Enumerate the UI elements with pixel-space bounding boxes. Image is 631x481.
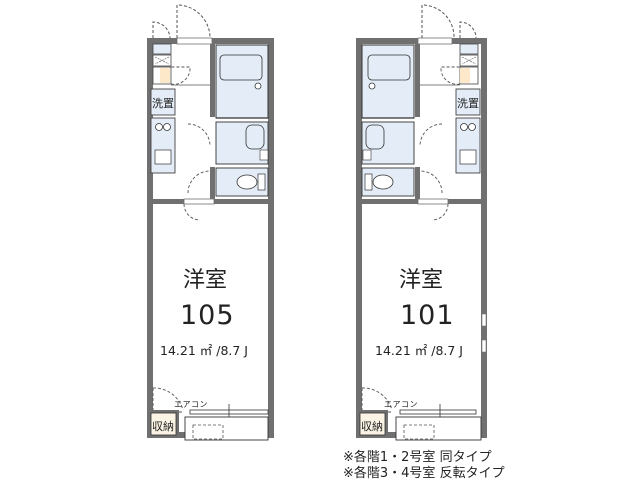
room-type-label: 洋室 [399,268,444,293]
balcony [184,416,269,441]
bathtub [367,54,411,81]
wall [268,38,274,438]
note-reversed-type: ※各階3・4号室 反転タイプ [343,466,505,481]
wall [147,38,153,438]
unit-105-plan [147,4,274,441]
toilet [236,174,258,190]
room-area: 14.21 ㎡ /8.7 J [160,343,248,358]
washer-space [150,88,176,116]
aircon-label: エアコン [384,400,418,409]
window [481,339,487,353]
kitchen-counter [150,117,176,174]
kitchen-sink [459,149,477,165]
note-same-type: ※各階1・2号室 同タイプ [343,450,492,465]
window [481,313,487,327]
balcony [395,416,482,441]
bathtub [219,54,263,81]
storage-label: 収納 [361,420,383,433]
washer-label: 洗置 [457,97,479,110]
stove-burner [163,123,171,131]
washer-space [455,88,481,116]
wash-basin [245,124,265,150]
stove-burner [155,123,163,131]
storage-label: 収納 [152,420,174,433]
room-number: 105 [180,300,235,331]
kitchen-sink [154,149,172,165]
toilet [372,174,394,190]
storage-closet [150,412,177,436]
room-type-label: 洋室 [183,268,228,293]
storage-closet [359,412,386,436]
unit-101-plan [356,4,487,441]
kitchen-counter [455,117,481,174]
washer-label: 洗置 [152,97,174,110]
wash-basin [365,124,385,150]
aircon-label: エアコン [174,400,208,409]
room-area: 14.21 ㎡ /8.7 J [375,343,463,358]
room-number: 101 [400,300,455,331]
